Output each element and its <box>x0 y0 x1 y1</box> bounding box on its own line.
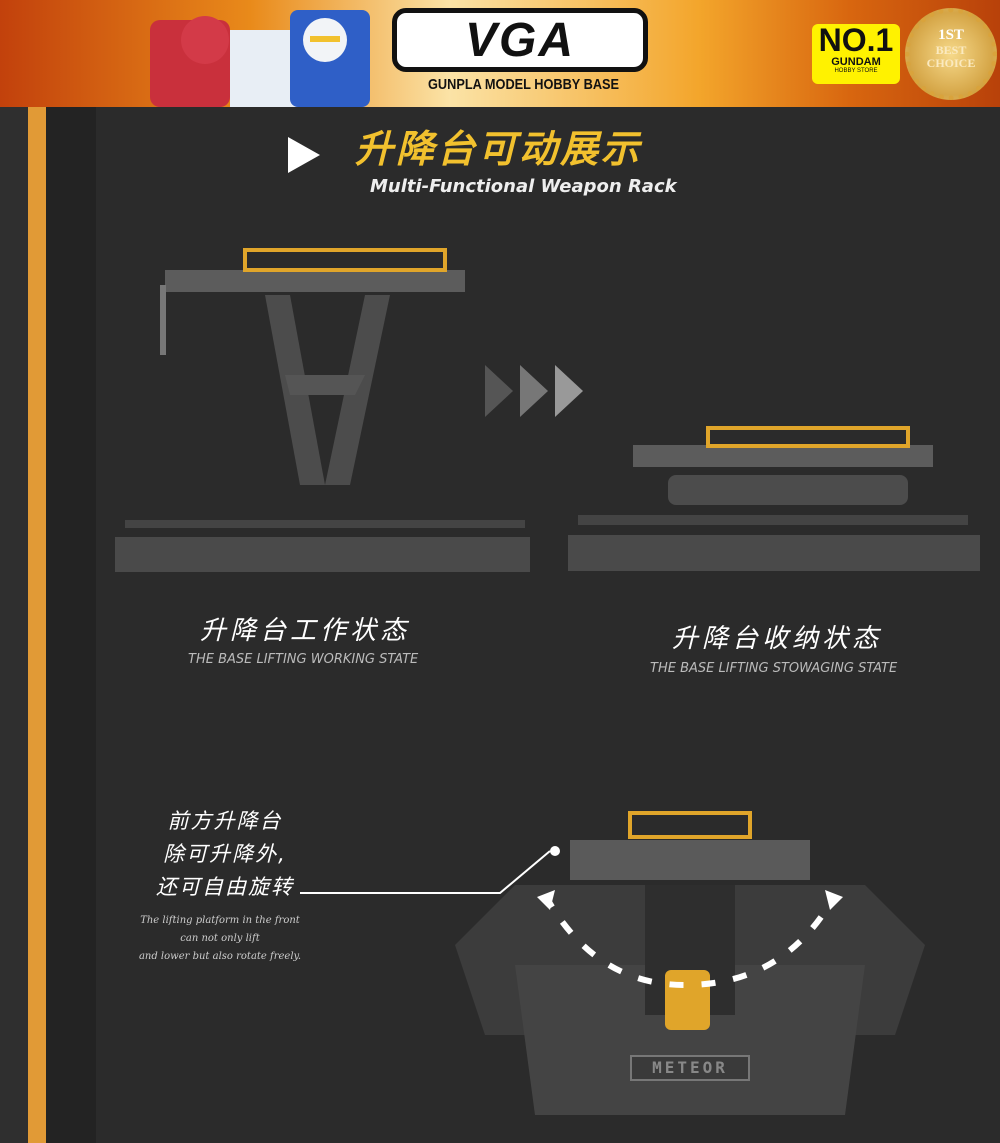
side-band <box>0 107 28 1143</box>
meteor-base-label: METEOR <box>630 1055 750 1081</box>
callout-line <box>300 846 560 894</box>
rotating-base-image <box>455 811 925 1115</box>
vga-logo[interactable]: VGA <box>392 8 648 72</box>
gundam-robots-illustration <box>150 10 370 107</box>
stowed-state-title: 升降台收纳状态 <box>672 624 883 654</box>
rotation-note-english: The lifting platform in the front can no… <box>138 915 302 962</box>
working-state-title: 升降台工作状态 <box>200 616 411 646</box>
rotation-note: 前方升降台 除可升降外, 还可自由旋转 <box>156 809 294 899</box>
section-subtitle: Multi-Functional Weapon Rack <box>370 176 677 197</box>
rack-working-state-image <box>115 248 530 572</box>
play-icon <box>288 137 320 173</box>
rack-stowed-state-image <box>568 426 980 571</box>
stowed-state-subtitle: THE BASE LIFTING STOWAGING STATE <box>650 661 898 676</box>
section-title: 升降台可动展示 <box>355 127 643 171</box>
orange-stripe <box>28 107 46 1143</box>
tagline: GUNPLA MODEL HOBBY BASE <box>428 76 620 93</box>
best-choice-medal-icon: 1ST BEST CHOICE <box>905 8 997 100</box>
working-state-subtitle: THE BASE LIFTING WORKING STATE <box>188 652 419 667</box>
dark-stripe <box>46 107 96 1143</box>
no1-badge: NO.1 GUNDAM HOBBY STORE <box>812 24 900 84</box>
store-banner: VGA GUNPLA MODEL HOBBY BASE NO.1 GUNDAM … <box>0 0 1000 107</box>
